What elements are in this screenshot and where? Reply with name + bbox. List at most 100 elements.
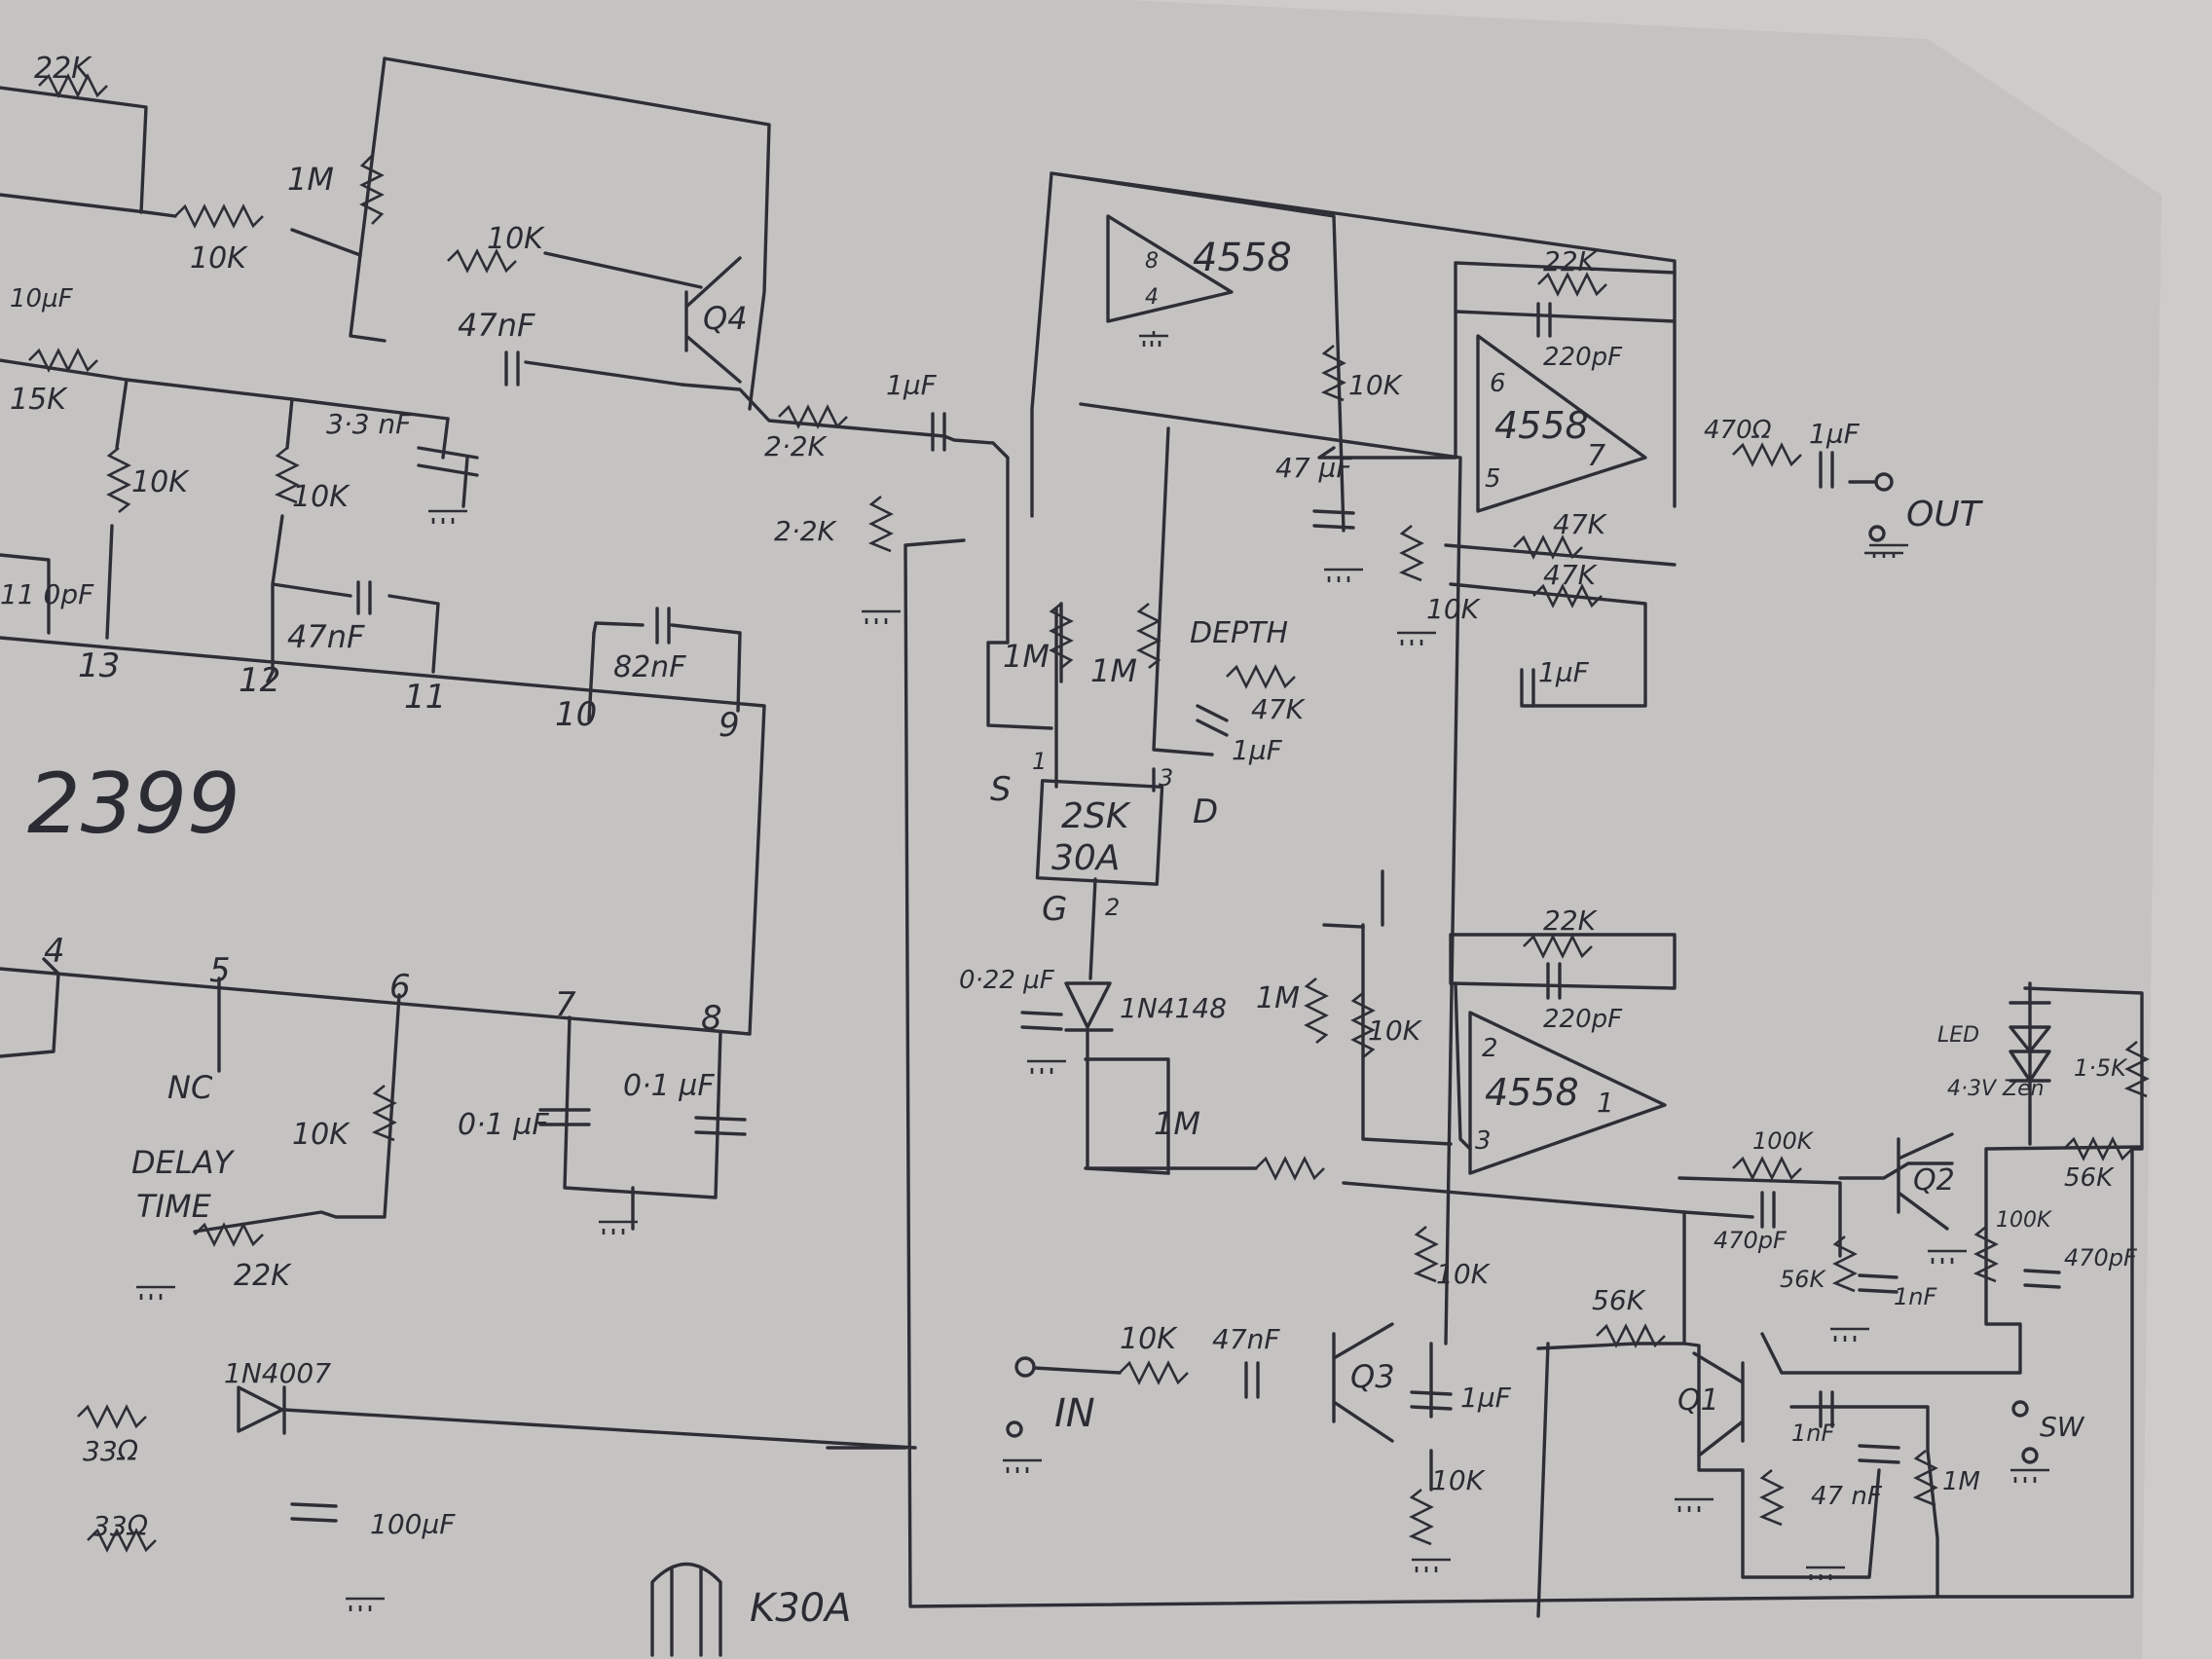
resistor-10k-opamp-in [1398, 524, 1424, 582]
label-c-1uf-e: 1µF [1232, 734, 1283, 766]
jfet-2sk30a: 2SK 30A 1 3 2 S D G [990, 723, 1218, 980]
resistor-10k-input [1119, 1360, 1189, 1385]
capacitor-symbols [290, 302, 2061, 1523]
label-r-10k-f: 10K [1426, 593, 1482, 625]
transistor-q1: Q1 [1677, 1351, 1745, 1457]
k30a-package-sketch [650, 1562, 722, 1657]
label-d-1n4148: 1N4148 [1120, 992, 1227, 1024]
label-c-1uf-b: 1µF [1809, 418, 1861, 450]
label-r-100k-a: 100K [1752, 1127, 1815, 1155]
opamp-top-power: 4558 8 4 [1106, 214, 1292, 323]
label-c-pin13: 11 0pF [0, 578, 94, 610]
transistor-q3: Q3 [1332, 1322, 1395, 1443]
jfet-label-line2: 30A [1051, 838, 1120, 878]
label-r-10k-d: 10K [292, 480, 350, 514]
label-c-47nf-a: 47nF [458, 307, 535, 344]
resistor-1k5 [2123, 1040, 2150, 1098]
cap-220pf-top [1536, 302, 1552, 338]
label-r-33ohm-a: 33Ω [83, 1435, 139, 1467]
depth-pot-label: 47K [1251, 693, 1307, 725]
label-c-10uf: 10µF [10, 284, 74, 313]
control-labels: DEPTH 47K DELAY TIME 22K NC IN OUT SW K3… [131, 495, 2085, 1631]
label-r-15k: 15K [10, 383, 68, 417]
label-c-1nf-a: 1nF [1894, 1283, 1937, 1310]
pin-5-label: 5 [209, 951, 231, 990]
label-r-22k-c: 22K [1543, 904, 1599, 937]
diode-1n4007-symbol [237, 1385, 284, 1433]
resistor-100k-right [1972, 1225, 1999, 1283]
resistor-10k-pin13 [106, 446, 131, 514]
label-r-1m-e: 1M [1256, 981, 1300, 1015]
opamp-mid-pin2: 2 [1482, 1034, 1498, 1063]
resistor-22k-out-feedback [1537, 272, 1607, 297]
cap-1uf-q3 [1410, 1390, 1453, 1411]
opamp-mid-pin3: 3 [1475, 1126, 1492, 1156]
jfet-drain-label: D [1193, 793, 1218, 831]
label-r-47k-a: 47K [1553, 508, 1608, 540]
resistor-1m-vref [1304, 977, 1329, 1045]
label-c-47uf: 47 µF [1275, 452, 1352, 484]
resistor-56k-q2-bias [1831, 1235, 1858, 1293]
switch-jack-icon [2011, 1400, 2029, 1418]
label-r-1m-f: 1M [1942, 1467, 1980, 1496]
label-c-1uf-c: 1µF [1538, 656, 1590, 688]
opamp-out-pin5: 5 [1485, 464, 1501, 494]
component-value-labels: 22K 1M 10K 10K 15K 10K 10K 2·2K 2·2K 22K… [0, 52, 2138, 1542]
resistor-470ohm-out [1732, 442, 1802, 467]
label-r-56k-c: 56K [2064, 1163, 2115, 1193]
cap-1uf-out [1819, 451, 1834, 489]
pin-4-label: 4 [44, 932, 65, 971]
jfet-label-line1: 2SK [1061, 796, 1131, 836]
cap-0-1uf-a [538, 1108, 591, 1126]
pin-13-label: 13 [78, 646, 120, 685]
resistor-33ohm-a [77, 1404, 147, 1429]
transistor-q4: Q4 [684, 256, 748, 384]
cap-0-22uf [1020, 1011, 1063, 1031]
label-r-33ohm-b: 33Ω [92, 1510, 149, 1542]
jfet-source-label: S [990, 770, 1012, 809]
label-r-10k-b: 10K [487, 222, 545, 256]
jfet-pin-2: 2 [1105, 894, 1120, 921]
resistor-10k-q3-collector [1413, 1225, 1439, 1283]
label-d-1n4007: 1N4007 [224, 1357, 331, 1389]
cap-470pf-right [2023, 1269, 2061, 1289]
resistor-1m-feedback [359, 155, 385, 225]
opamp-vref-stage: 4558 2 3 1 [1468, 1011, 1667, 1175]
label-c-470pf-a: 470pF [1714, 1227, 1788, 1254]
opamp-top-label: 4558 [1193, 236, 1292, 280]
resistor-1m-gate [1255, 1156, 1325, 1181]
pin-9-label: 9 [719, 706, 740, 745]
resistor-10k-q3-emitter [1408, 1488, 1434, 1546]
zener-symbol [2009, 1025, 2051, 1053]
delay-pot-label: 22K [234, 1259, 292, 1293]
resistor-15k [28, 348, 98, 373]
opamp-mid-label: 4558 [1485, 1071, 1579, 1114]
label-r-1m-c: 1M [1090, 652, 1137, 689]
led-symbol [2009, 1050, 2051, 1083]
label-r-10k-e: 10K [1348, 369, 1404, 401]
pt2399-feedback-network [0, 56, 771, 1234]
label-c-47nf-b: 47nF [287, 618, 365, 655]
pot-47k-depth [1226, 664, 1296, 689]
cap-220pf-mid [1546, 962, 1562, 1000]
k30a-label: K30A [750, 1586, 852, 1631]
label-c-0-1uf-b: 0·1 µF [623, 1069, 715, 1103]
q2-label: Q2 [1913, 1163, 1955, 1198]
label-r-2k2-a: 2·2K [764, 430, 829, 462]
transistor-q2: Q2 [1897, 1132, 1955, 1231]
label-r-10k-a: 10K [190, 241, 248, 276]
label-c-100uf: 100µF [370, 1508, 456, 1540]
label-r-1m-b: 1M [1003, 638, 1050, 675]
resistor-10k-pin12 [274, 446, 300, 504]
label-c-47nf-c: 47nF [1212, 1323, 1280, 1355]
resistor-1m-drain [1136, 602, 1161, 670]
cap-1uf-depth [1520, 668, 1535, 708]
opamp-output-stage: 4558 6 5 7 [1476, 334, 1647, 513]
label-c-0-22uf: 0·22 µF [959, 966, 1055, 995]
pt2399-chip: 2399 13 12 11 10 9 4 5 6 7 8 [0, 636, 766, 1038]
label-r-56k-a: 56K [1592, 1284, 1647, 1316]
label-r-1m-d: 1M [1154, 1105, 1200, 1142]
cap-1nf-q1 [1819, 1390, 1834, 1428]
q4-label: Q4 [703, 300, 748, 337]
label-r-10k-h: 10K [1436, 1258, 1492, 1290]
